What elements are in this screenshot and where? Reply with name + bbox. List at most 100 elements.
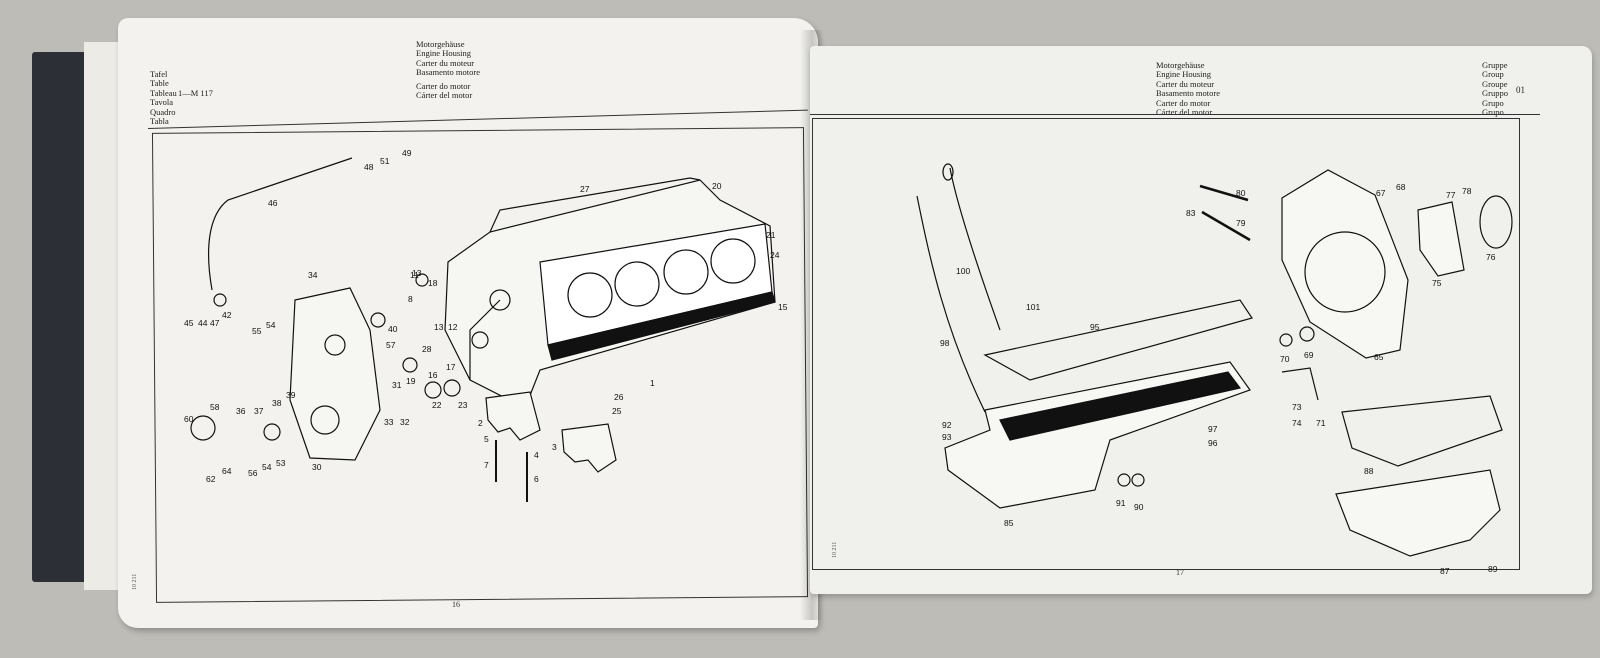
callout: 60: [184, 414, 194, 424]
callout: 90: [1134, 502, 1144, 512]
callout: 39: [286, 390, 296, 400]
seal-ring-drawing: [1479, 195, 1513, 249]
title-line: Carter du moteur: [1156, 78, 1215, 89]
callout: 24: [770, 250, 780, 260]
group-word: Gruppe: [1482, 60, 1508, 70]
callout: 13: [434, 322, 444, 332]
callout: 36: [236, 406, 246, 416]
dipstick-tube-drawing: [208, 157, 353, 291]
callout: 91: [1116, 498, 1126, 508]
plate-word: Table: [150, 78, 169, 89]
seal-carrier-drawing: [1417, 201, 1465, 277]
callout: 37: [254, 406, 264, 416]
flywheel-housing-drawing: [1281, 169, 1409, 359]
bracket-drawing: [1281, 367, 1319, 401]
page-number: 16: [452, 600, 460, 609]
callout: 55: [252, 326, 262, 336]
group-words: Gruppe Group Groupe Gruppo Grupo Grupo: [1482, 60, 1508, 118]
group-code: 01: [1516, 85, 1525, 95]
title-line: Carter do motor: [1156, 97, 1211, 108]
callout: 20: [712, 181, 722, 191]
group-word: Group: [1482, 69, 1504, 80]
callout: 26: [614, 392, 624, 402]
dipstick-drawing: [949, 167, 1001, 331]
callout: 6: [534, 474, 539, 484]
left-callout-labels: 1 2 3 4 5 6 7 8 11 12 13 13 15 16 17 18 …: [184, 148, 788, 484]
lower-oil-pan-drawing: [1335, 469, 1501, 557]
callout: 46: [268, 198, 278, 208]
callout: 74: [1292, 418, 1302, 428]
callout: 8: [408, 294, 413, 304]
callout: 70: [1280, 354, 1290, 364]
engine-block-drawing: [444, 177, 776, 409]
callout: 12: [448, 322, 458, 332]
callout: 38: [272, 398, 282, 408]
callout: 5: [484, 434, 489, 444]
plate-word: Tavola: [150, 97, 174, 108]
callout: 85: [1004, 518, 1014, 528]
callout: 80: [1236, 188, 1246, 198]
callout: 19: [406, 376, 416, 386]
group-word: Grupo: [1482, 107, 1504, 118]
callout: 7: [484, 460, 489, 470]
diagram-frame: [812, 118, 1520, 570]
callout: 28: [422, 344, 432, 354]
callout: 57: [386, 340, 396, 350]
callout: 25: [612, 406, 622, 416]
title-line: Motorgehäuse: [1156, 60, 1205, 70]
plate-words: Tafel Table Tableau Tavola Quadro Tabla: [150, 69, 177, 126]
callout: 56: [248, 468, 258, 478]
callout: 101: [1026, 302, 1040, 312]
callout: 87: [1440, 566, 1450, 576]
callout: 78: [1462, 186, 1472, 196]
callout: 79: [1236, 218, 1246, 228]
callout: 47: [210, 318, 220, 328]
callout: 1: [650, 378, 655, 388]
callout: 2: [478, 418, 483, 428]
title-line: Cárter del motor: [1156, 107, 1213, 118]
plate-word: Tableau: [150, 87, 177, 98]
callout: 69: [1304, 350, 1314, 360]
page-number: 17: [1176, 568, 1184, 577]
callout: 89: [1488, 564, 1498, 574]
callout: 48: [364, 162, 374, 172]
callout: 93: [942, 432, 952, 442]
callout: 75: [1432, 278, 1442, 288]
group-word: Gruppo: [1482, 88, 1508, 99]
callout: 67: [1376, 188, 1386, 198]
bearing-cap-drawing: [485, 391, 541, 441]
callout: 3: [552, 442, 557, 452]
title-line: Engine Housing: [1156, 69, 1212, 80]
callout: 83: [1186, 208, 1196, 218]
callout: 4: [534, 450, 539, 460]
callout: 54: [262, 462, 272, 472]
callout: 53: [276, 458, 286, 468]
title-line: Cárter del motor: [416, 90, 473, 101]
callout: 65: [1374, 352, 1384, 362]
callout: 40: [388, 324, 398, 334]
callout: 88: [1364, 466, 1374, 476]
callout: 76: [1486, 252, 1496, 262]
timing-cover-drawing: [289, 287, 381, 461]
callout: 73: [1292, 402, 1302, 412]
callout: 97: [1208, 424, 1218, 434]
title-line: Engine Housing: [416, 48, 472, 59]
callout: 100: [956, 266, 970, 276]
callout: 16: [428, 370, 438, 380]
plate-word: Quadro: [150, 106, 176, 117]
callout: 23: [458, 400, 468, 410]
callout: 11: [410, 270, 419, 280]
callout: 95: [1090, 322, 1100, 332]
callout: 54: [266, 320, 276, 330]
callout: 27: [580, 184, 590, 194]
plate-word: Tafel: [150, 69, 168, 79]
callout: 17: [446, 362, 456, 372]
title-line: Carter du moteur: [416, 57, 475, 68]
callout: 92: [942, 420, 952, 430]
callout: 58: [210, 402, 220, 412]
callout: 30: [312, 462, 322, 472]
bearing-cap-drawing: [561, 423, 617, 473]
callout: 13: [412, 268, 422, 278]
